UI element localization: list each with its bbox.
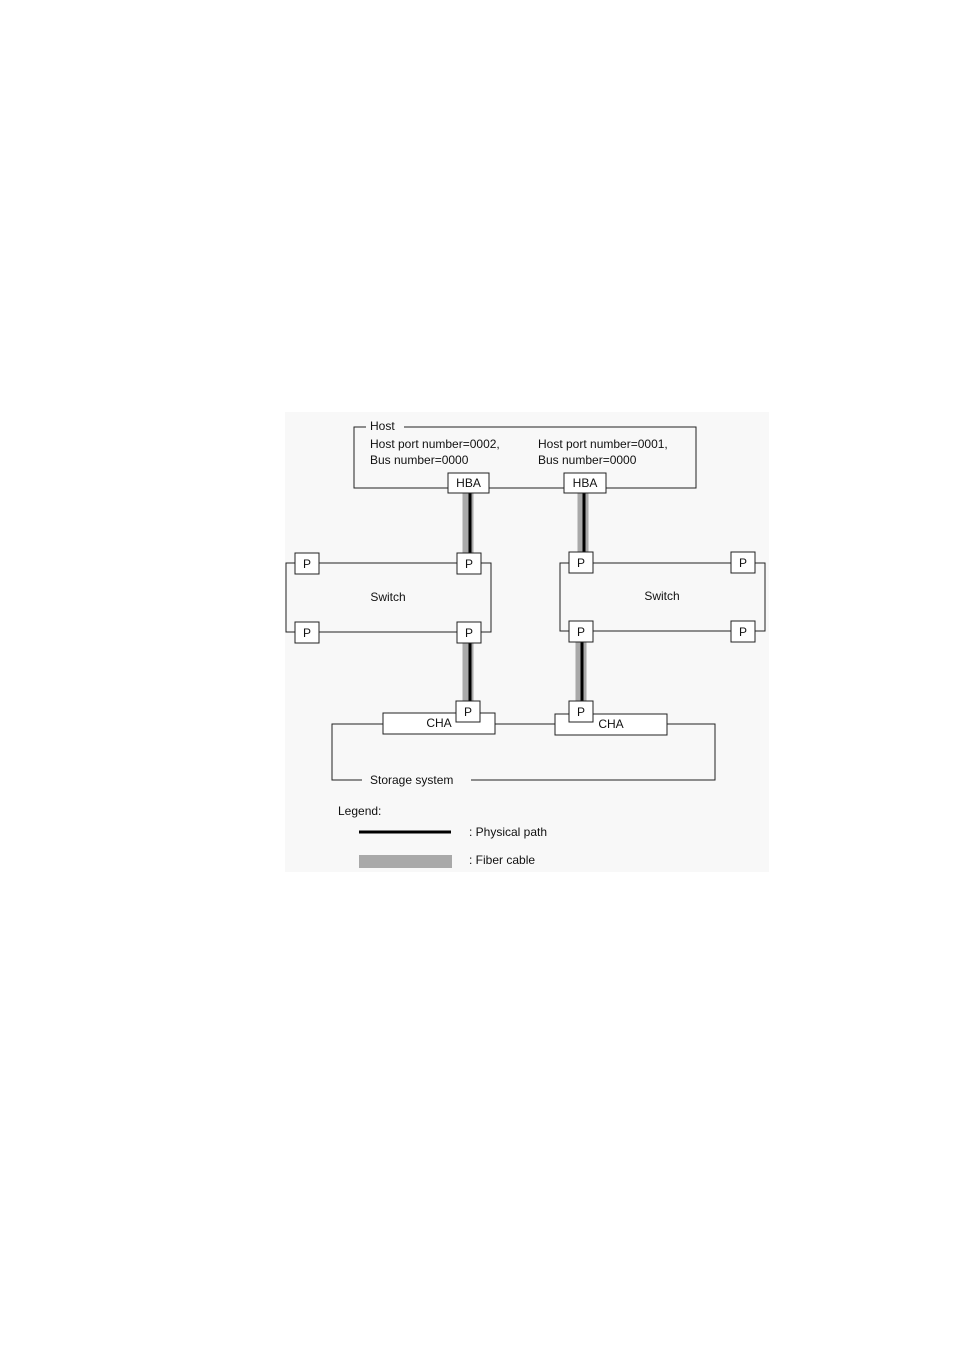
switch-left-port-top-left-label: P <box>303 557 311 571</box>
legend-fiber-cable-swatch <box>359 855 452 868</box>
cha-left-port-label: P <box>464 705 472 719</box>
storage-label: Storage system <box>370 773 453 787</box>
host-label: Host <box>370 419 395 433</box>
switch-right-label: Switch <box>644 589 679 603</box>
legend-fiber-cable-label: : Fiber cable <box>469 853 535 867</box>
cha-left-label: CHA <box>426 716 451 730</box>
cha-right-label: CHA <box>598 717 623 731</box>
switch-right-port-bottom-right-label: P <box>739 625 747 639</box>
switch-right-port-top-right-label: P <box>739 556 747 570</box>
host-bus-right-line2: Bus number=0000 <box>538 453 637 467</box>
hba-right: HBA <box>564 473 606 493</box>
cha-right-port-label: P <box>577 705 585 719</box>
legend-title: Legend: <box>338 804 381 818</box>
host-port-left-line1: Host port number=0002, <box>370 437 500 451</box>
switch-left-port-bottom-left-label: P <box>303 626 311 640</box>
host-bus-left-line2: Bus number=0000 <box>370 453 469 467</box>
hba-left: HBA <box>448 473 489 493</box>
switch-left-port-top-right-label: P <box>465 557 473 571</box>
switch-left-port-bottom-right-label: P <box>465 626 473 640</box>
switch-right-port-top-left-label: P <box>577 556 585 570</box>
host-port-right-line1: Host port number=0001, <box>538 437 668 451</box>
switch-right-port-bottom-left-label: P <box>577 625 585 639</box>
hba-left-label: HBA <box>456 476 481 490</box>
switch-left-label: Switch <box>370 590 405 604</box>
legend-physical-path-label: : Physical path <box>469 825 547 839</box>
hba-right-label: HBA <box>573 476 598 490</box>
